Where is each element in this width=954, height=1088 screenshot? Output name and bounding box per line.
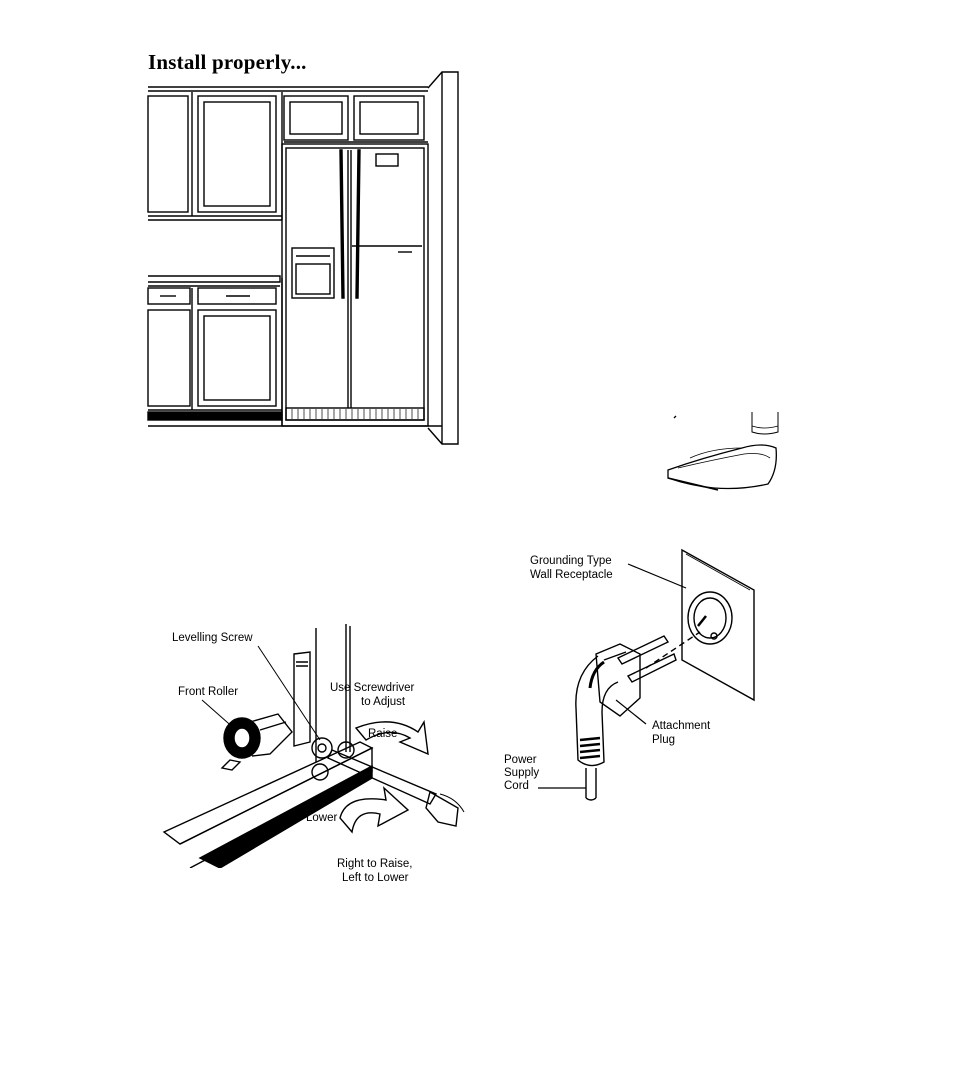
kitchen-refrigerator-illustration xyxy=(146,68,462,448)
levelling-screw-illustration xyxy=(160,622,470,868)
left-to-lower-label: Left to Lower xyxy=(342,872,408,885)
attachment-plug-label-line1: Attachment xyxy=(652,720,710,733)
use-screwdriver-label-line2: to Adjust xyxy=(361,696,405,709)
grounding-type-label-line1: Grounding Type xyxy=(530,555,612,568)
use-screwdriver-label-line1: Use Screwdriver xyxy=(330,682,414,695)
power-supply-cord-label-line2: Supply xyxy=(504,767,539,780)
power-supply-cord-label-line3: Cord xyxy=(504,780,529,793)
levelling-screw-label: Levelling Screw xyxy=(172,632,253,645)
right-to-raise-label: Right to Raise, xyxy=(337,858,412,871)
wall-receptacle-label-line2: Wall Receptacle xyxy=(530,569,613,582)
power-supply-cord-label-line1: Power xyxy=(504,754,537,767)
grounding-plug-illustration xyxy=(500,548,760,804)
raise-label: Raise xyxy=(368,728,397,741)
cup-on-coaster-illustration xyxy=(662,408,784,494)
lower-label: Lower xyxy=(306,812,337,825)
attachment-plug-label-line2: Plug xyxy=(652,734,675,747)
front-roller-label: Front Roller xyxy=(178,686,238,699)
